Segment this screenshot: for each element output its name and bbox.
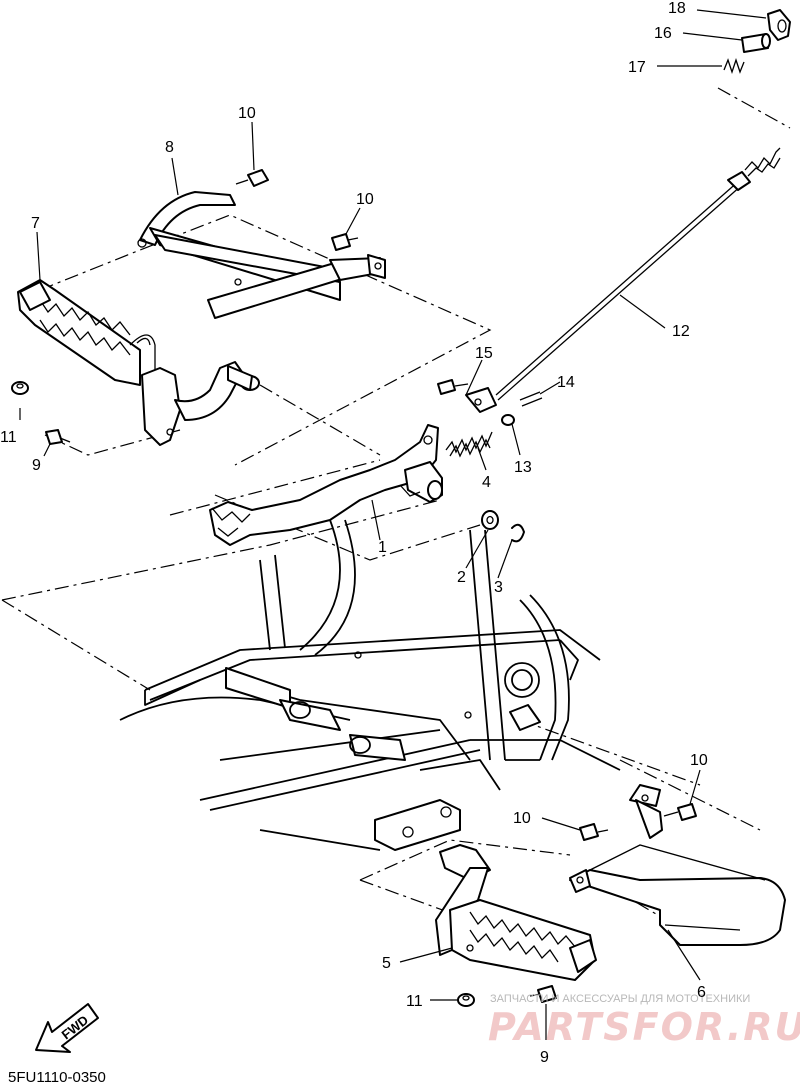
washer-large	[481, 510, 499, 530]
callout-2: 2	[457, 569, 466, 586]
callout-7: 7	[31, 215, 40, 232]
washer-small	[501, 414, 515, 426]
callout-5: 5	[382, 955, 391, 972]
bolt-lower-1	[663, 803, 697, 821]
vehicle-frame	[119, 519, 621, 851]
callout-10: 10	[238, 105, 256, 122]
callout-10: 10	[513, 810, 531, 827]
callout-15: 15	[475, 345, 493, 362]
footrest-bracket-right	[569, 784, 786, 946]
spring	[445, 431, 493, 458]
callout-9: 9	[540, 1049, 549, 1066]
bolt-right	[529, 985, 557, 1003]
callout-11: 11	[406, 993, 423, 1010]
nut-right	[457, 993, 475, 1007]
callout-8: 8	[165, 139, 174, 156]
nut-left	[11, 381, 29, 395]
callout-12: 12	[672, 323, 690, 340]
callout-3: 3	[494, 579, 503, 596]
callout-17: 17	[628, 59, 646, 76]
bolt-upper-2	[331, 233, 359, 251]
joint-16	[741, 33, 771, 53]
callout-6: 6	[697, 984, 706, 1001]
assembly-lines	[1, 87, 791, 941]
footrest-left	[17, 279, 156, 386]
diagram-code: 5FU1110-0350	[8, 1069, 106, 1086]
callout-4: 4	[482, 474, 491, 491]
brake-rod-clevis	[437, 379, 497, 413]
callout-18: 18	[668, 0, 686, 17]
watermark-caption: ЗАПЧАСТИ И АКСЕССУАРЫ ДЛЯ МОТОТЕХНИКИ	[490, 993, 750, 1005]
callout-13: 13	[514, 459, 532, 476]
leader-lines	[19, 9, 767, 1040]
bolt-lower-2	[579, 823, 609, 841]
callout-9: 9	[32, 457, 41, 474]
watermark-brand: PARTSFOR.RU	[488, 1005, 800, 1049]
bolt-upper-1	[235, 169, 269, 187]
footrest-arm-left	[141, 361, 260, 446]
callout-11: 11	[0, 429, 17, 446]
callout-labels: 18 16 17 10 8 10 7 12 15 14 11 13 9 4 1 …	[0, 0, 708, 1066]
callout-10: 10	[356, 191, 374, 208]
callout-10: 10	[690, 752, 708, 769]
footrest-right	[435, 844, 597, 981]
spring-17	[723, 57, 745, 75]
footrest-bracket-left	[137, 191, 386, 319]
forward-direction-arrow: FWD	[35, 1003, 99, 1053]
callout-16: 16	[654, 25, 672, 42]
callout-1: 1	[378, 539, 387, 556]
brake-pedal	[209, 424, 443, 546]
bolt-left	[45, 429, 71, 445]
callout-14: 14	[557, 374, 575, 391]
watermark: ЗАПЧАСТИ И АКСЕССУАРЫ ДЛЯ МОТОТЕХНИКИ PA…	[488, 993, 800, 1049]
adjust-nut-18	[767, 9, 791, 41]
brake-rod	[495, 147, 781, 401]
cotter-pin	[519, 391, 543, 407]
circlip	[511, 523, 525, 543]
